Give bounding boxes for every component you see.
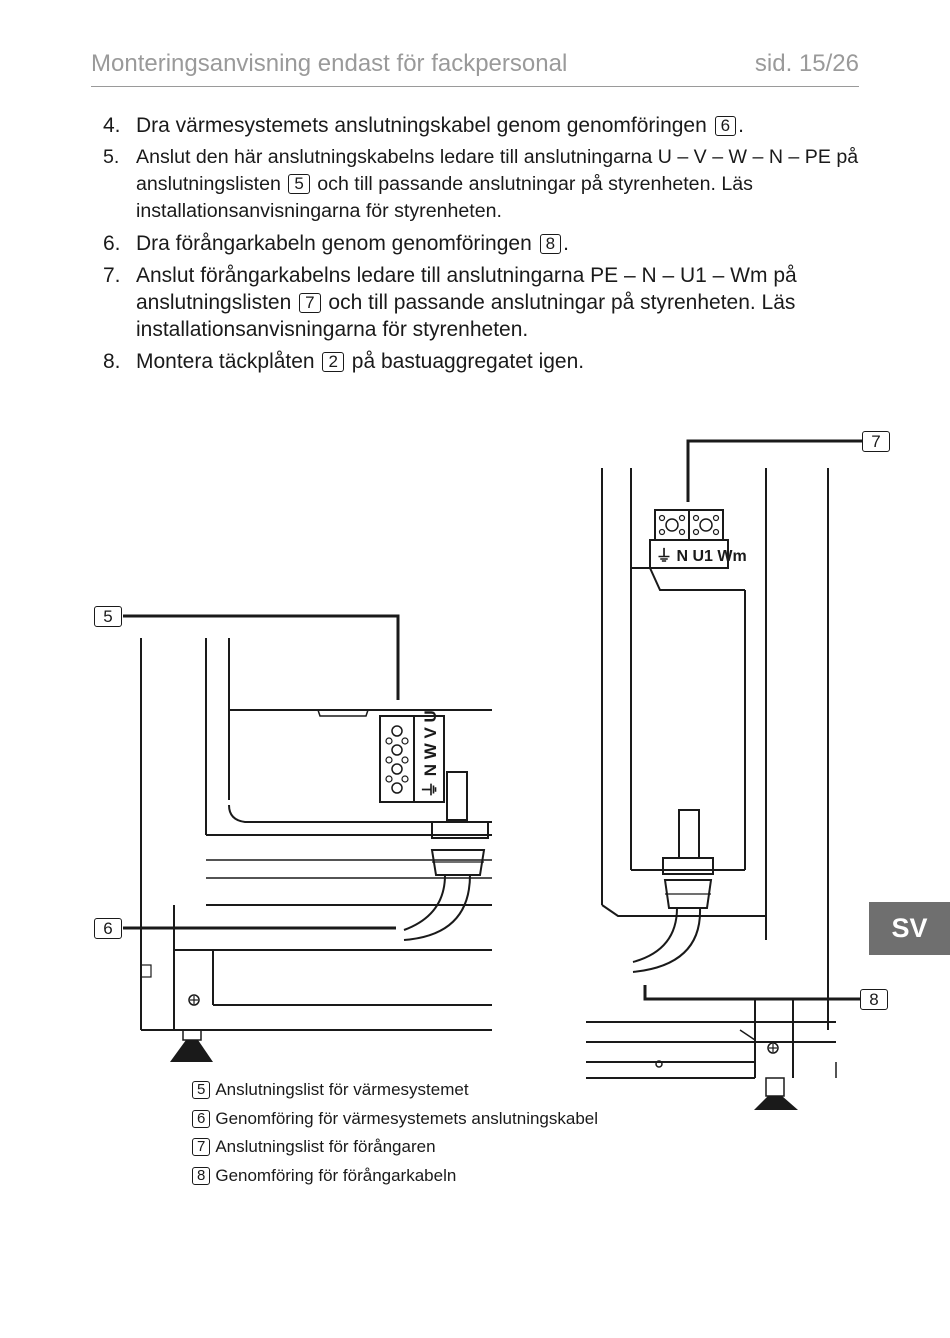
ref-box: 7 <box>299 293 321 313</box>
terminal-labels-right: ⏚ N U1 Wm <box>656 547 747 565</box>
page-number: sid. 15/26 <box>754 50 859 77</box>
ref-box: 2 <box>322 352 344 372</box>
evaporator-right-unit: ⏚ N U1 Wm <box>586 468 837 1110</box>
step-7: 7. Anslut förångarkabelns ledare till an… <box>103 264 797 341</box>
terminal-labels-left: ⏚ N W V U <box>421 710 440 798</box>
step-6: 6. Dra förångarkabeln genom genomföringe… <box>103 232 569 255</box>
ref-box: 8 <box>539 234 562 254</box>
step-8: 8. Montera täckplåten 2 på bastuaggregat… <box>103 350 585 373</box>
callout-6: 6 <box>94 918 122 939</box>
language-tab: SV <box>869 902 950 955</box>
header-title: Monteringsanvisning endast för fackperso… <box>91 50 568 77</box>
screw-terminals <box>385 725 409 794</box>
callout-5: 5 <box>94 606 122 627</box>
step-5: 5. Anslut den här anslutningskabelns led… <box>103 146 859 222</box>
callout-8: 8 <box>860 989 888 1010</box>
leader-lines <box>123 439 862 1001</box>
callout-7: 7 <box>862 431 890 452</box>
ref-box: 6 <box>714 116 737 136</box>
ref-box: 5 <box>288 174 310 194</box>
step-4: 4. Dra värmesystemets anslutningskabel g… <box>103 114 744 137</box>
page-header: Monteringsanvisning endast för fackperso… <box>91 48 859 87</box>
instruction-steps: 4. Dra värmesystemets anslutningskabel g… <box>103 112 859 380</box>
heater-left-unit: ⏚ N W V U <box>140 638 492 1062</box>
